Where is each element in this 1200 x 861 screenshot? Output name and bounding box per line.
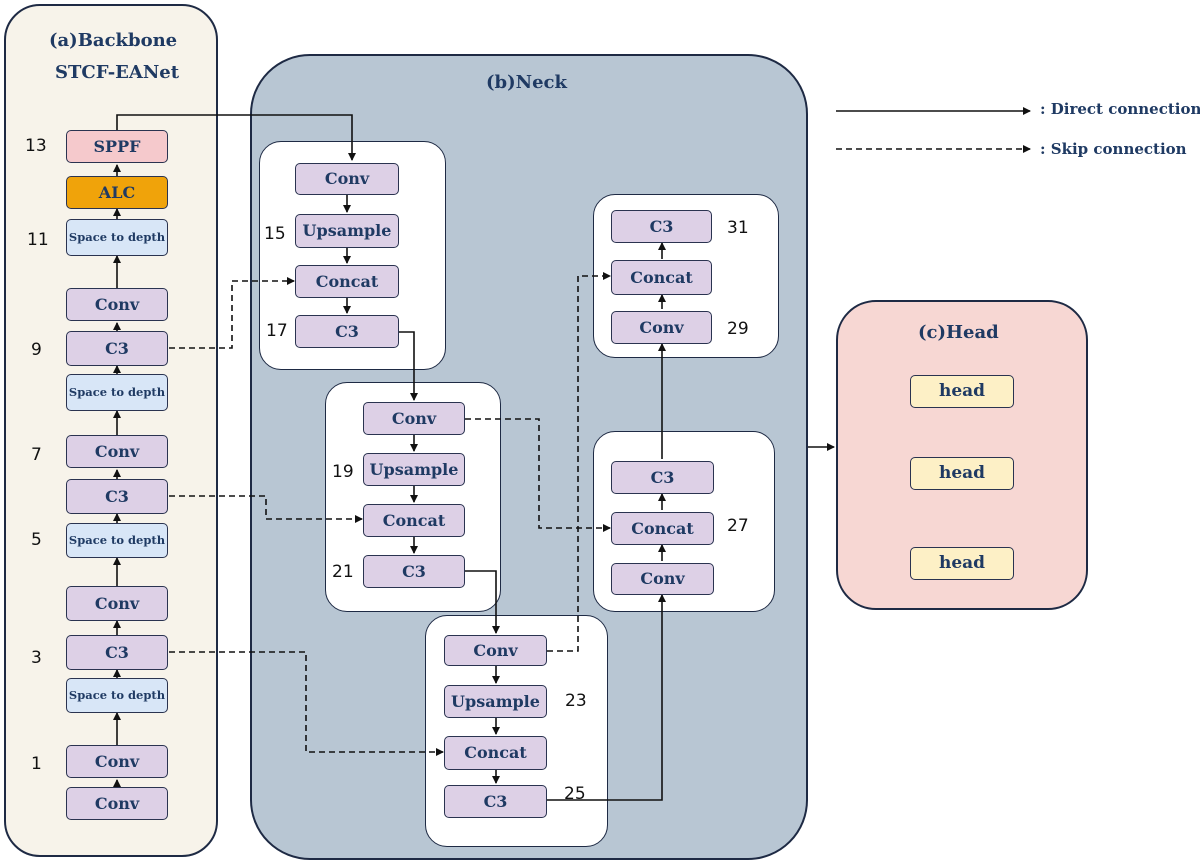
head-panel: [836, 300, 1088, 610]
backbone-conv-1a: Conv: [66, 787, 168, 820]
backbone-subtitle: STCF-EANet: [55, 62, 180, 83]
space-to-depth-block-3: Space to depth: [66, 374, 168, 411]
space-to-depth-block-2: Space to depth: [66, 523, 168, 558]
sppf-block: SPPF: [66, 130, 168, 163]
backbone-conv-3: Conv: [66, 435, 168, 468]
head-block-2: head: [910, 457, 1014, 490]
neck-g2-c3: C3: [363, 555, 465, 588]
layer-number-9: 9: [31, 340, 42, 360]
neck-g3-c3: C3: [444, 785, 547, 818]
neck-g1-upsample: Upsample: [295, 214, 399, 248]
layer-number-19: 19: [332, 462, 354, 482]
backbone-conv-1b: Conv: [66, 745, 168, 778]
layer-number-21: 21: [332, 562, 354, 582]
neck-g4-concat: Concat: [611, 512, 714, 545]
head-block-1: head: [910, 375, 1014, 408]
layer-number-7: 7: [31, 445, 42, 465]
legend-direct-label: : Direct connection: [1040, 100, 1200, 118]
layer-number-15: 15: [264, 224, 286, 244]
layer-number-23: 23: [565, 691, 587, 711]
neck-g5-conv: Conv: [611, 311, 712, 344]
neck-g3-conv: Conv: [444, 635, 547, 666]
backbone-c3-9: C3: [66, 331, 168, 366]
layer-number-27: 27: [727, 516, 749, 536]
neck-g1-conv: Conv: [295, 163, 399, 195]
neck-g2-upsample: Upsample: [363, 453, 465, 486]
alc-block: ALC: [66, 176, 168, 209]
layer-number-29: 29: [727, 319, 749, 339]
neck-g3-upsample: Upsample: [444, 685, 547, 718]
neck-g4-c3: C3: [611, 461, 714, 494]
space-to-depth-block-4: Space to depth: [66, 219, 168, 256]
backbone-title: (a)Backbone: [49, 30, 178, 51]
layer-number-31: 31: [727, 218, 749, 238]
neck-g3-concat: Concat: [444, 736, 547, 770]
neck-g5-concat: Concat: [611, 260, 712, 295]
neck-title: (b)Neck: [486, 72, 567, 93]
layer-number-11: 11: [27, 230, 49, 250]
backbone-c3-7: C3: [66, 479, 168, 514]
neck-g5-c3: C3: [611, 210, 712, 243]
space-to-depth-block-1: Space to depth: [66, 678, 168, 713]
backbone-conv-2: Conv: [66, 586, 168, 621]
layer-number-17: 17: [266, 321, 288, 341]
neck-g2-concat: Concat: [363, 504, 465, 537]
backbone-conv-4: Conv: [66, 288, 168, 321]
head-block-3: head: [910, 547, 1014, 580]
layer-number-5: 5: [31, 530, 42, 550]
layer-number-3: 3: [31, 648, 42, 668]
layer-number-13: 13: [25, 136, 47, 156]
neck-g1-concat: Concat: [295, 265, 399, 298]
neck-g2-conv: Conv: [363, 402, 465, 435]
layer-number-1: 1: [31, 754, 42, 774]
layer-number-25: 25: [564, 784, 586, 804]
legend-skip-label: : Skip connection: [1040, 140, 1187, 158]
backbone-c3-3: C3: [66, 635, 168, 670]
neck-g1-c3: C3: [295, 315, 399, 348]
neck-g4-conv: Conv: [611, 563, 714, 595]
head-title: (c)Head: [918, 322, 999, 343]
